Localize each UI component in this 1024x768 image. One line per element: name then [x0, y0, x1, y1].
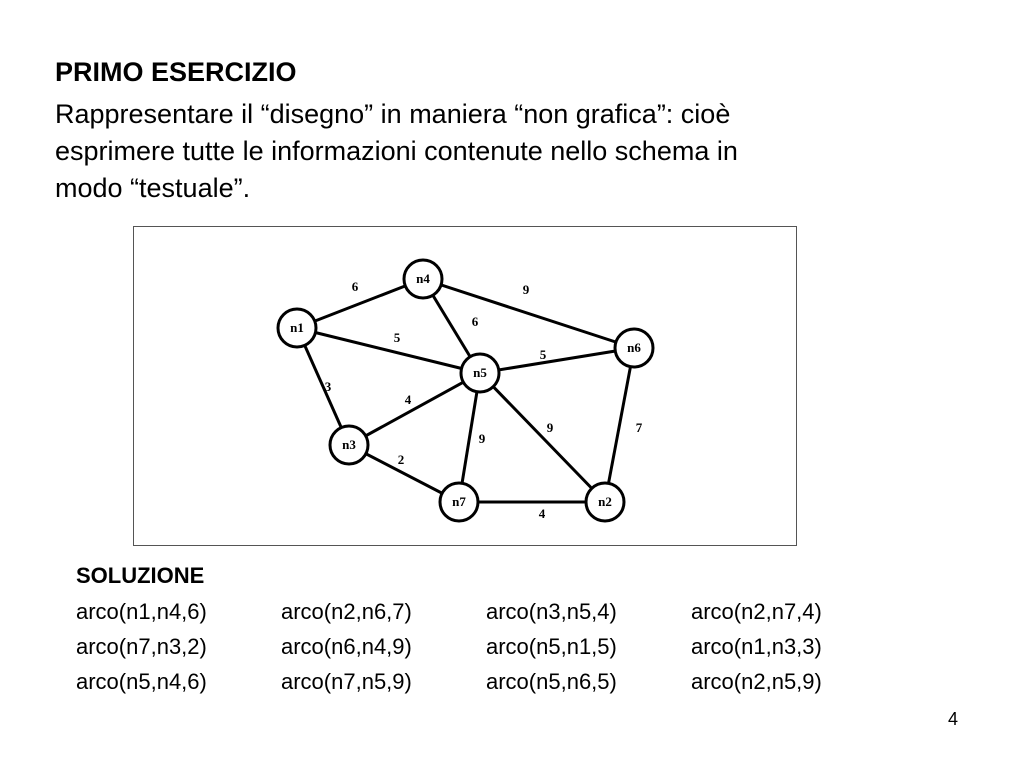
solution-grid: arco(n1,n4,6) arco(n2,n6,7) arco(n3,n5,4…: [76, 594, 896, 699]
intro-line: Rappresentare il “disegno” in maniera “n…: [55, 99, 731, 129]
edge-weight-n3-n5: 4: [405, 392, 412, 407]
node-n7: [438, 481, 480, 523]
edge-n5-n2: [478, 371, 607, 504]
edge-weight-n1-n3: 3: [325, 379, 332, 394]
edge-n1-n3: [295, 327, 351, 446]
edge-n5-n7: [457, 372, 482, 503]
node-label-n3: n3: [342, 437, 356, 452]
page-number: 4: [948, 709, 959, 729]
edge-weight-n1-n4: 6: [352, 279, 359, 294]
arco-entry: arco(n3,n5,4): [486, 599, 617, 624]
edge-n1-n5: [296, 326, 481, 375]
node-n4: [402, 258, 444, 300]
edge-weight-n5-n7: 9: [479, 431, 486, 446]
node-label-n4: n4: [416, 271, 430, 286]
edge-n4-n6: [422, 277, 635, 350]
node-label-n6: n6: [627, 340, 641, 355]
edge-n1-n4: [296, 277, 424, 330]
node-n6: [613, 327, 655, 369]
edge-weight-n4-n6: 9: [523, 282, 530, 297]
graph-box: 6 9 6 5 5 3 4 9 9 7 2 4 n1 n2 n3 n4 n5 n6 n7: [133, 226, 797, 546]
node-label-n2: n2: [598, 494, 612, 509]
graph-svg: 6 9 6 5 5 3 4 9 9 7 2 4 n1 n2 n3 n4 n5 n6 n7: [276, 258, 655, 523]
edge-n3-n5: [348, 371, 481, 447]
intro-line: esprimere tutte le informazioni contenut…: [55, 136, 738, 166]
slide-title: PRIMO ESERCIZIO: [55, 57, 297, 87]
node-label-n5: n5: [473, 365, 487, 380]
arco-entry: arco(n5,n4,6): [76, 669, 207, 694]
edge-weight-n4-n5: 6: [472, 314, 479, 329]
node-n3: [328, 424, 370, 466]
arco-entry: arco(n5,n1,5): [486, 634, 617, 659]
arco-entry: arco(n2,n7,4): [691, 599, 822, 624]
edge-weight-n5-n2: 9: [547, 420, 554, 435]
arco-entry: arco(n7,n3,2): [76, 634, 207, 659]
edge-weight-n7-n2: 4: [539, 506, 546, 521]
node-n5: [459, 352, 501, 394]
arco-entry: arco(n7,n5,9): [281, 669, 412, 694]
solution-row: arco(n5,n4,6) arco(n7,n5,9) arco(n5,n6,5…: [76, 664, 896, 699]
node-n1: [276, 307, 318, 349]
solution-row: arco(n1,n4,6) arco(n2,n6,7) arco(n3,n5,4…: [76, 594, 896, 629]
edge-weight-n3-n7: 2: [398, 452, 405, 467]
edge-weight-n1-n5: 5: [394, 330, 401, 345]
arco-entry: arco(n6,n4,9): [281, 634, 412, 659]
arco-entry: arco(n2,n6,7): [281, 599, 412, 624]
arco-entry: arco(n5,n6,5): [486, 669, 617, 694]
arco-entry: arco(n1,n4,6): [76, 599, 207, 624]
arco-entry: arco(n2,n5,9): [691, 669, 822, 694]
edge-n5-n6: [479, 346, 635, 375]
node-n2: [584, 481, 626, 523]
intro-line: modo “testuale”.: [55, 173, 251, 203]
edge-weight-n6-n2: 7: [636, 420, 643, 435]
edge-n6-n2: [603, 347, 636, 503]
edge-weight-n5-n6: 5: [540, 347, 547, 362]
arco-entry: arco(n1,n3,3): [691, 634, 822, 659]
intro-text: Rappresentare il “disegno” in maniera “n…: [55, 96, 955, 207]
edge-n3-n7: [348, 443, 460, 504]
node-label-n7: n7: [452, 494, 466, 509]
solution-title: SOLUZIONE: [76, 563, 205, 588]
node-label-n1: n1: [290, 320, 304, 335]
solution-row: arco(n7,n3,2) arco(n6,n4,9) arco(n5,n1,5…: [76, 629, 896, 664]
